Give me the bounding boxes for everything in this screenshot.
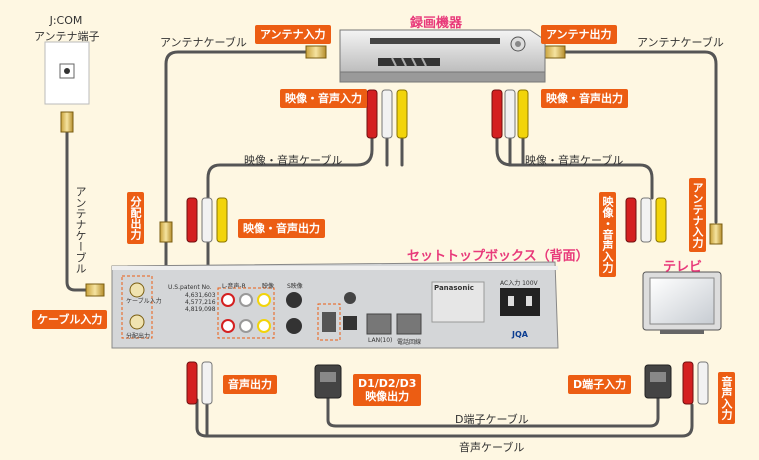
- recorder-device: [339, 29, 546, 83]
- tag-recorder-av-out: 映像・音声出力: [541, 89, 628, 108]
- d-connector-stb: [314, 364, 342, 399]
- antenna-plug-wall: [60, 111, 74, 133]
- antenna-cable-recorder-out: [558, 50, 718, 224]
- tv-title: テレビ: [663, 260, 703, 275]
- panel-svideo-label: S映像: [287, 283, 303, 290]
- antenna-plug-tv: [709, 223, 723, 245]
- antenna-plug-stb: [85, 283, 105, 297]
- tag-antenna-in: アンテナ入力: [255, 25, 331, 44]
- cable-antenna-vertical: アンテナケーブル: [74, 186, 87, 274]
- antenna-plug-rec-out: [544, 45, 566, 59]
- d-connector-tv: [644, 364, 672, 399]
- panel-patent-3: 4,819,098: [185, 306, 216, 313]
- tag-audio-in: 音声入力: [718, 372, 735, 424]
- tag-tv-antenna-in: アンテナ入力: [689, 178, 706, 252]
- cable-av-right: 映像・音声ケーブル: [525, 154, 624, 167]
- panel-cable-in: ケーブル入力: [126, 298, 162, 305]
- wall-antenna-terminal: [44, 41, 90, 105]
- tag-d-in: D端子入力: [568, 375, 632, 394]
- antenna-cable-recorder-in: [164, 50, 312, 230]
- tag-stb-av-out: 映像・音声出力: [238, 219, 325, 238]
- antenna-plug-rec-in: [305, 45, 327, 59]
- panel-video-label: 映像: [262, 283, 275, 290]
- panel-audio-label: L-音声-R: [222, 283, 246, 290]
- cable-audio: 音声ケーブル: [459, 441, 525, 454]
- wall-label-line1: J:COM: [49, 14, 83, 27]
- tag-d-out: D1/D2/D3 映像出力: [353, 374, 422, 406]
- tag-cable-in: ケーブル入力: [32, 310, 108, 329]
- tv-device: [642, 271, 722, 334]
- stb-title: セットトップボックス（背面）: [407, 249, 589, 264]
- rca-plugs-tv-audio: [682, 361, 709, 405]
- rca-plugs-recorder-in: [366, 89, 408, 139]
- panel-patent: U.S.patent No.: [168, 284, 212, 291]
- tag-d-out-line2: 映像出力: [365, 390, 410, 403]
- recorder-title: 録画機器: [410, 16, 463, 31]
- rca-plugs-recorder-out: [491, 89, 529, 139]
- tag-d-out-line1: D1/D2/D3: [358, 377, 417, 390]
- panel-brand: Panasonic: [434, 284, 474, 292]
- rca-plugs-tv-av: [625, 197, 667, 243]
- tag-recorder-av-in: 映像・音声入力: [280, 89, 367, 108]
- cable-d: D端子ケーブル: [455, 413, 529, 426]
- rca-plugs-stb-av: [186, 197, 228, 243]
- cable-av-left: 映像・音声ケーブル: [244, 154, 343, 167]
- tag-splitter-out: 分配出力: [127, 192, 144, 244]
- panel-ac-label: AC入力 100V: [500, 280, 538, 287]
- panel-split-out: 分配出力: [126, 333, 151, 340]
- tag-antenna-out: アンテナ出力: [541, 25, 617, 44]
- rca-plugs-stb-audio: [186, 361, 213, 405]
- panel-lan-label: LAN(10): [368, 337, 393, 344]
- cable-antenna-right: アンテナケーブル: [637, 36, 724, 49]
- antenna-cable-wall: [65, 123, 92, 292]
- cable-antenna-left: アンテナケーブル: [160, 36, 247, 49]
- panel-patent-1: 4,631,603: [185, 292, 216, 299]
- panel-patent-2: 4,577,216: [185, 299, 216, 306]
- antenna-plug-split: [159, 221, 173, 243]
- tag-tv-av-in: 映像・音声入力: [599, 192, 616, 277]
- panel-cert: JQA: [512, 330, 528, 339]
- tag-audio-out: 音声出力: [223, 375, 277, 394]
- wall-label-line2: アンテナ端子: [34, 30, 100, 43]
- panel-tel-label: 電話回線: [397, 339, 422, 346]
- stb-back-panel: [111, 261, 559, 349]
